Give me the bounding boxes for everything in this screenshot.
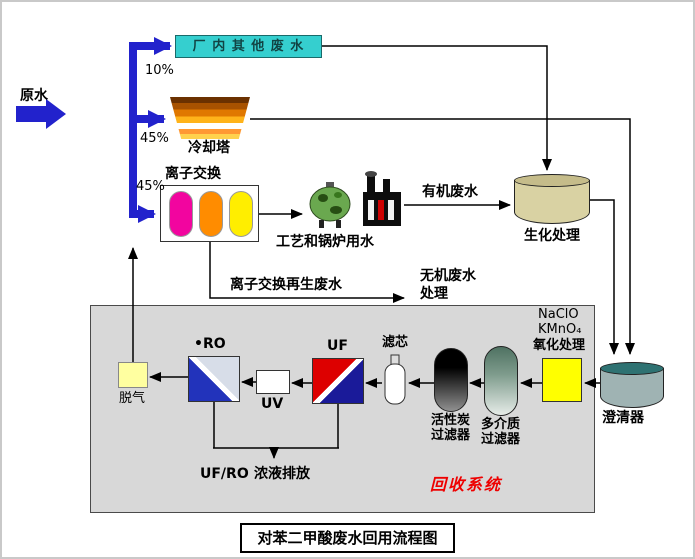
process-boiler-label: 工艺和锅炉用水 (276, 234, 374, 250)
recovery-system-label: 回收系统 (430, 475, 503, 494)
clarifier-label: 澄清器 (602, 410, 644, 426)
raw-water-label: 原水 (20, 88, 48, 104)
ro-label: •RO (194, 336, 226, 352)
ion-exchange-box (160, 185, 259, 242)
cooling-tower-label: 冷却塔 (188, 140, 230, 156)
cartridge-label: 滤芯 (382, 335, 409, 350)
uv-box (256, 370, 290, 394)
kmno4-label: KMnO₄ (538, 322, 582, 337)
factory-icon (363, 171, 401, 226)
clarifier-tank-top (600, 362, 664, 375)
ion-regen-label: 离子交换再生废水 (230, 277, 342, 293)
carbon-label-1: 活性炭 (431, 413, 471, 428)
ion-resin-column-magenta (169, 191, 193, 237)
split-cooling-label: 45% (140, 131, 169, 146)
diagram-title: 对苯二甲酸废水回用流程图 (240, 523, 455, 553)
filter-cartridge-icon (384, 354, 406, 405)
biochem-tank-top (514, 174, 590, 187)
oxidation-box (542, 358, 582, 402)
uf-membrane-box (312, 358, 364, 404)
split-ion-label: 45% (136, 179, 165, 194)
uv-label: UV (261, 396, 284, 412)
machine-icon (309, 182, 351, 228)
degas-label: 脱气 (119, 391, 146, 406)
ion-resin-column-orange (199, 191, 223, 237)
ro-membrane-box (188, 356, 240, 402)
clarifier-tank (600, 362, 664, 408)
inorganic-label-1: 无机废水 (420, 268, 476, 284)
multimedia-label-1: 多介质 (481, 417, 521, 432)
other-wastewater-box: 厂 内 其 他 废 水 (175, 35, 322, 58)
ion-resin-column-yellow (229, 191, 253, 237)
process-boiler-icons (309, 171, 401, 228)
cooling-tower-shape (170, 97, 250, 139)
biochem-tank (514, 174, 590, 224)
concentrate-label: 浓液排放 (254, 466, 310, 482)
line-other-to-biochem (322, 45, 552, 171)
biochem-label: 生化处理 (524, 228, 580, 244)
multimedia-label-2: 过滤器 (481, 432, 521, 447)
inorganic-label-2: 处理 (420, 286, 448, 302)
recovery-system-box (90, 305, 595, 513)
uf-label: UF (327, 338, 348, 354)
oxidation-label: 氧化处理 (533, 338, 586, 353)
carbon-label-2: 过滤器 (431, 428, 471, 443)
split-other-label: 10% (145, 63, 174, 78)
organic-wastewater-label: 有机废水 (422, 184, 478, 200)
degas-box (118, 362, 148, 388)
naclo-label: NaClO (538, 307, 579, 322)
ion-exchange-label: 离子交换 (165, 166, 221, 182)
ufro-label: UF/RO (200, 466, 249, 482)
carbon-filter-shape (434, 348, 468, 412)
multimedia-filter-shape (484, 346, 518, 416)
